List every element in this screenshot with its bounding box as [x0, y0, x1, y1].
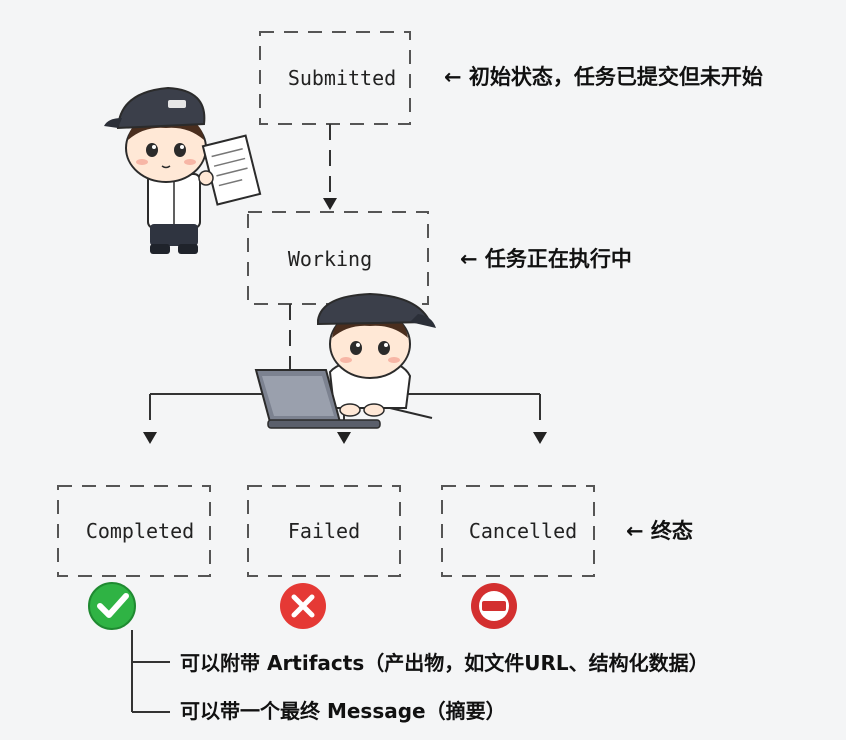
character-with-document-illustration: [104, 86, 262, 254]
x-icon: [280, 583, 326, 629]
annotation-submitted: ← 初始状态，任务已提交但未开始: [444, 65, 763, 89]
state-label-submitted: Submitted: [288, 66, 396, 90]
state-label-working: Working: [288, 247, 372, 271]
state-label-cancelled: Cancelled: [469, 519, 577, 543]
connector-submitted-working: [323, 124, 337, 210]
completed-notes-tree: [131, 630, 170, 713]
state-box-failed: Failed: [247, 485, 401, 577]
arrowhead-icon: [323, 198, 337, 210]
note-artifacts: 可以附带 Artifacts（产出物，如文件URL、结构化数据）: [180, 651, 709, 675]
state-box-working: Working: [247, 211, 429, 305]
annotation-working: ← 任务正在执行中: [460, 247, 632, 271]
arrowhead-icon: [533, 432, 547, 444]
character-with-laptop-illustration: [254, 292, 436, 429]
arrowhead-icon: [143, 432, 157, 444]
state-label-failed: Failed: [288, 519, 360, 543]
no-entry-icon: [471, 583, 517, 629]
check-icon: [88, 582, 136, 630]
state-label-completed: Completed: [86, 519, 194, 543]
note-message: 可以带一个最终 Message（摘要）: [180, 699, 506, 723]
annotation-terminal: ← 终态: [626, 519, 693, 543]
state-box-submitted: Submitted: [259, 31, 411, 125]
arrowhead-icon: [337, 432, 351, 444]
state-box-completed: Completed: [57, 485, 211, 577]
state-box-cancelled: Cancelled: [441, 485, 595, 577]
